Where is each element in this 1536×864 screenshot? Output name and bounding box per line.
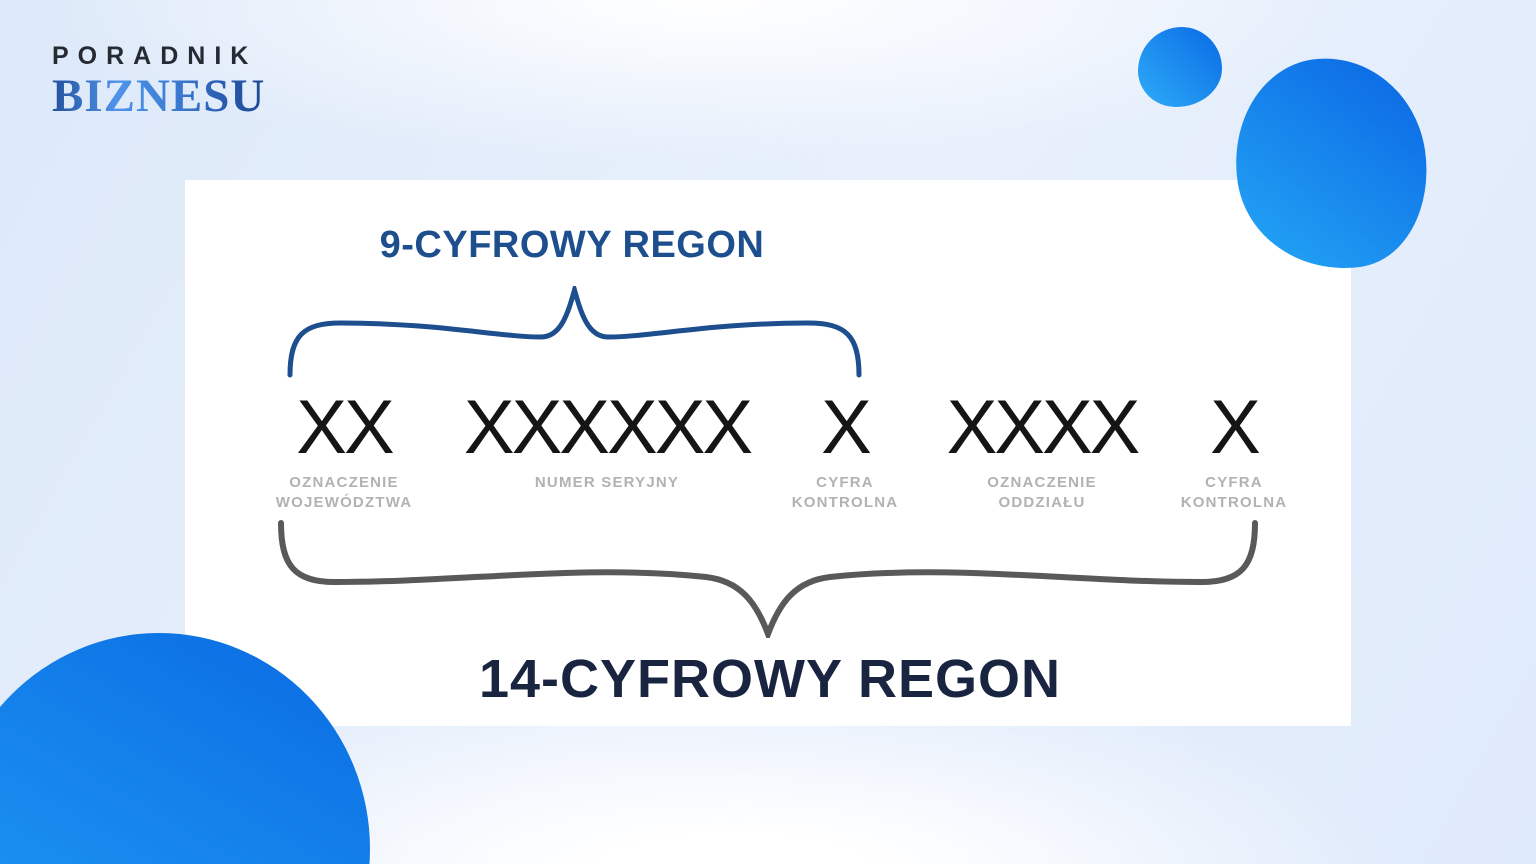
brace-9-digit-icon [287, 286, 862, 378]
segment-branch: XXXX OZNACZENIE ODDZIAŁU [942, 390, 1142, 512]
segment-digits: X [1210, 385, 1261, 470]
logo-word-poradnik: PORADNIK [52, 42, 258, 70]
logo: PORADNIK BIZNESU [52, 42, 265, 120]
segment-label: NUMER SERYJNY [534, 474, 680, 491]
segment-label: CYFRA KONTROLNA [1180, 474, 1288, 511]
brace-14-digit-icon [278, 520, 1258, 638]
segment-digits: XX [296, 385, 394, 470]
decor-blob-small-top-right [1138, 27, 1222, 107]
segment-digits: XXXX [946, 385, 1141, 470]
content-card: 9-CYFROWY REGON XX OZNACZENIE WOJEWÓDZTW… [185, 180, 1351, 726]
segment-digits: X [821, 385, 872, 470]
segment-serial-number: XXXXXX NUMER SERYJNY [447, 390, 767, 493]
logo-word-biznesu: BIZNESU [52, 70, 266, 122]
segment-digits: XXXXXX [463, 385, 753, 470]
segment-check-digit-1: X CYFRA KONTROLNA [765, 390, 925, 512]
segment-label: OZNACZENIE ODDZIAŁU [987, 474, 1097, 511]
title-9-digit-regon: 9-CYFROWY REGON [379, 224, 765, 266]
title-14-digit-regon: 14-CYFROWY REGON [478, 649, 1062, 709]
segment-voivodeship: XX OZNACZENIE WOJEWÓDZTWA [234, 390, 454, 512]
segment-check-digit-2: X CYFRA KONTROLNA [1154, 390, 1314, 512]
segment-label: OZNACZENIE WOJEWÓDZTWA [275, 474, 413, 511]
segment-label: CYFRA KONTROLNA [791, 474, 899, 511]
